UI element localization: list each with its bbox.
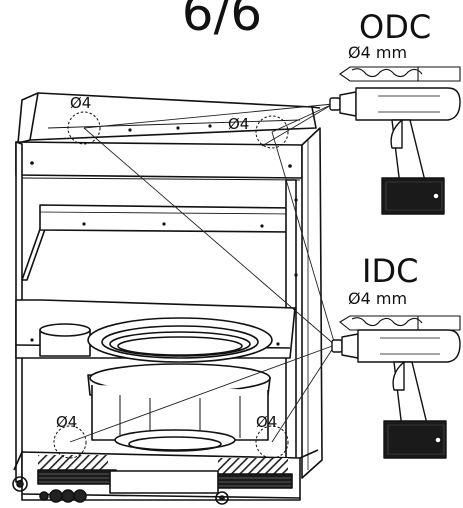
screw-dots [30, 124, 298, 346]
idc-title: IDC [362, 252, 418, 290]
hole-top-left [67, 111, 101, 145]
drill-bit-icon [339, 315, 461, 331]
power-drill-icon [329, 87, 461, 215]
hole-label-top-right: Ø4 [228, 115, 249, 133]
hole-bottom-left [53, 425, 87, 459]
odc-drill-size: Ø4 mm [348, 43, 407, 62]
drill-bit-icon [339, 66, 461, 82]
step-number: 6/6 [182, 0, 262, 42]
hole-bottom-right [255, 425, 289, 459]
cabinet-hood [12, 92, 323, 505]
power-drill-icon [331, 329, 461, 459]
hole-markers [53, 111, 289, 459]
hole-top-right [255, 115, 289, 149]
odc-title: ODC [359, 8, 431, 46]
idc-drill-size: Ø4 mm [348, 289, 407, 308]
drill-guide-lines [69, 103, 336, 443]
hole-label-top-left: Ø4 [70, 94, 91, 112]
hole-label-bottom-left: Ø4 [56, 413, 77, 431]
hole-label-bottom-right: Ø4 [256, 413, 277, 431]
